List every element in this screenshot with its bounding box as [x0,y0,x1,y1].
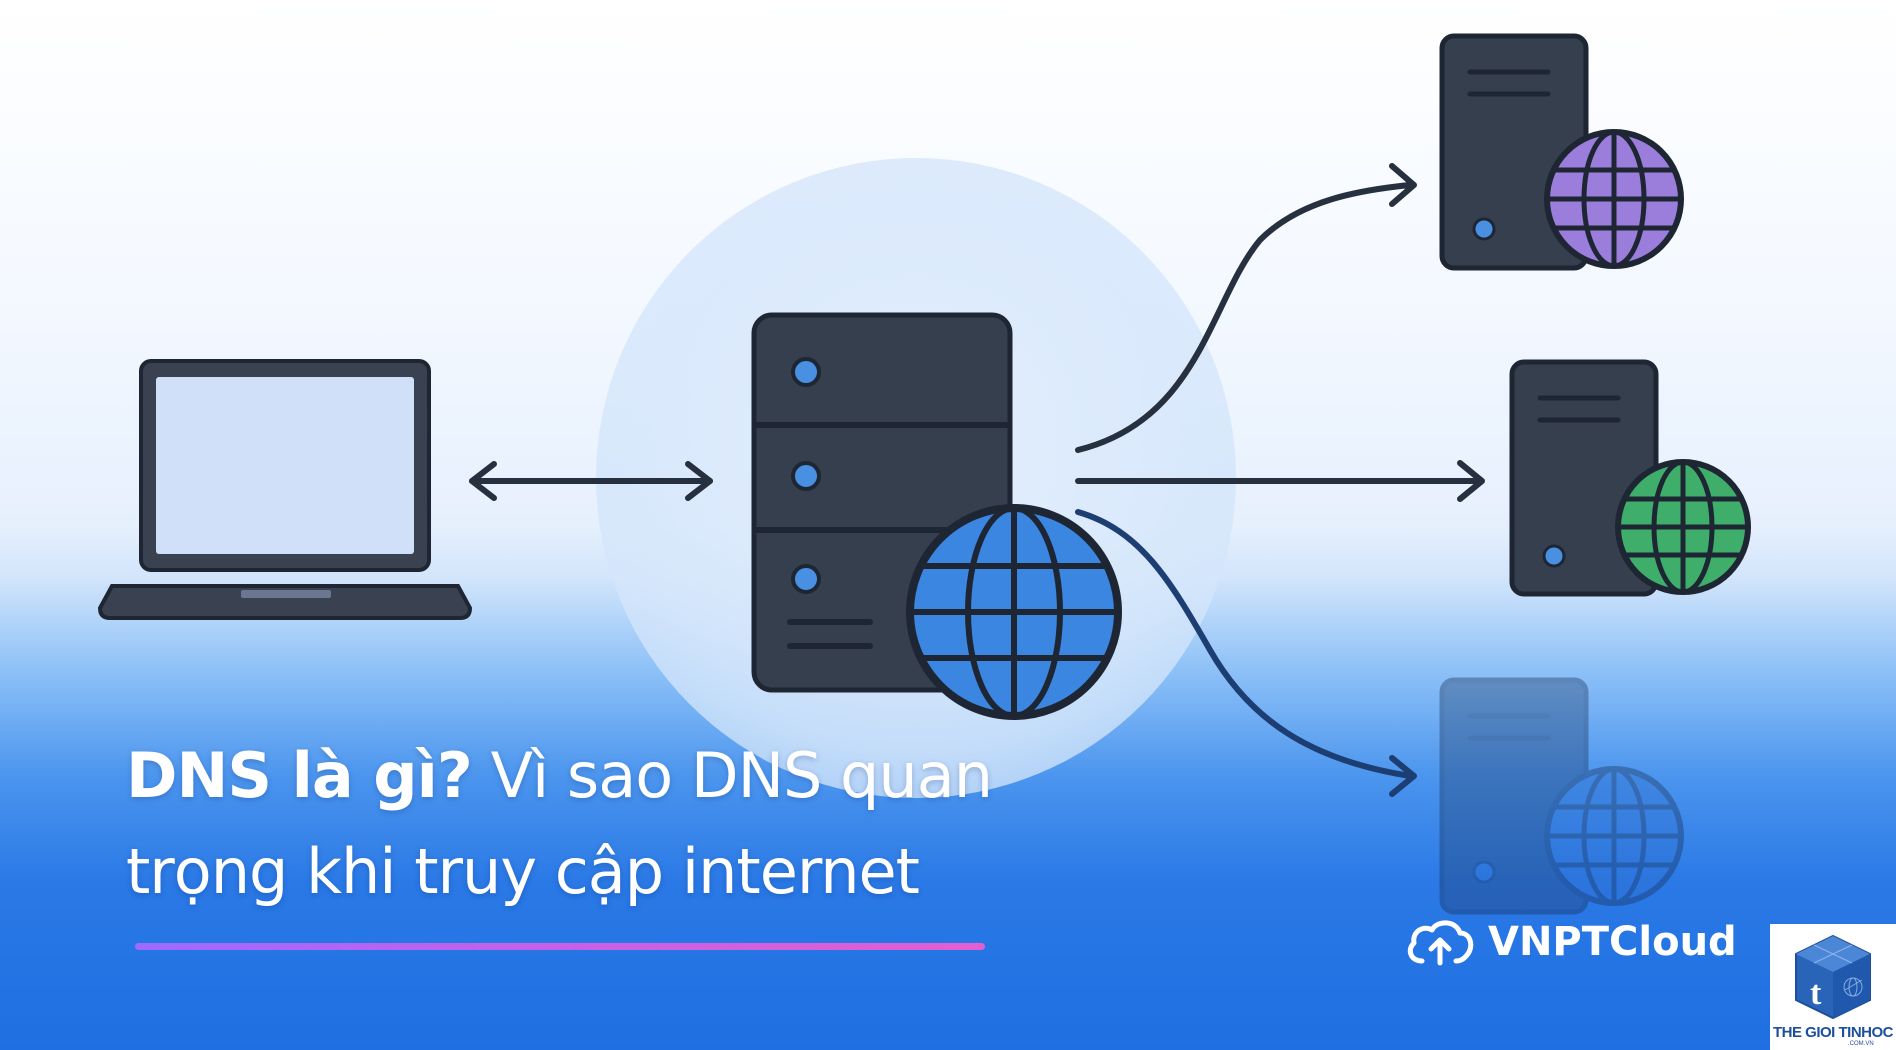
page-title: DNS là gì? Vì sao DNS quan trọng khi truy… [126,728,993,920]
laptop-icon [97,359,473,620]
bidirectional-arrow-icon [469,461,713,501]
partner-name: THE GIOI TINHOC [1773,1024,1894,1041]
query-arrows [1075,163,1485,797]
partner-logo: t THE GIOI TINHOC .COM.VN [1770,924,1896,1050]
title-underline [135,943,985,950]
server-purple-globe-icon [1439,33,1684,271]
cube-logo-icon: t [1795,934,1871,1020]
cloud-upload-icon [1407,920,1474,966]
title-highlight: DNS là gì? [126,739,473,812]
title-line-2: trọng khi truy cập internet [126,835,920,908]
partner-domain: .COM.VN [1848,1041,1874,1047]
brand-name: VNPTCloud [1488,919,1737,965]
partner-letter: t [1810,975,1822,1012]
vnpt-cloud-logo: VNPTCloud [1404,912,1737,972]
globe-icon [906,504,1122,720]
server-blue-globe-icon [1439,677,1684,915]
server-green-globe-icon [1509,359,1751,597]
title-rest: Vì sao DNS quan [471,739,993,812]
